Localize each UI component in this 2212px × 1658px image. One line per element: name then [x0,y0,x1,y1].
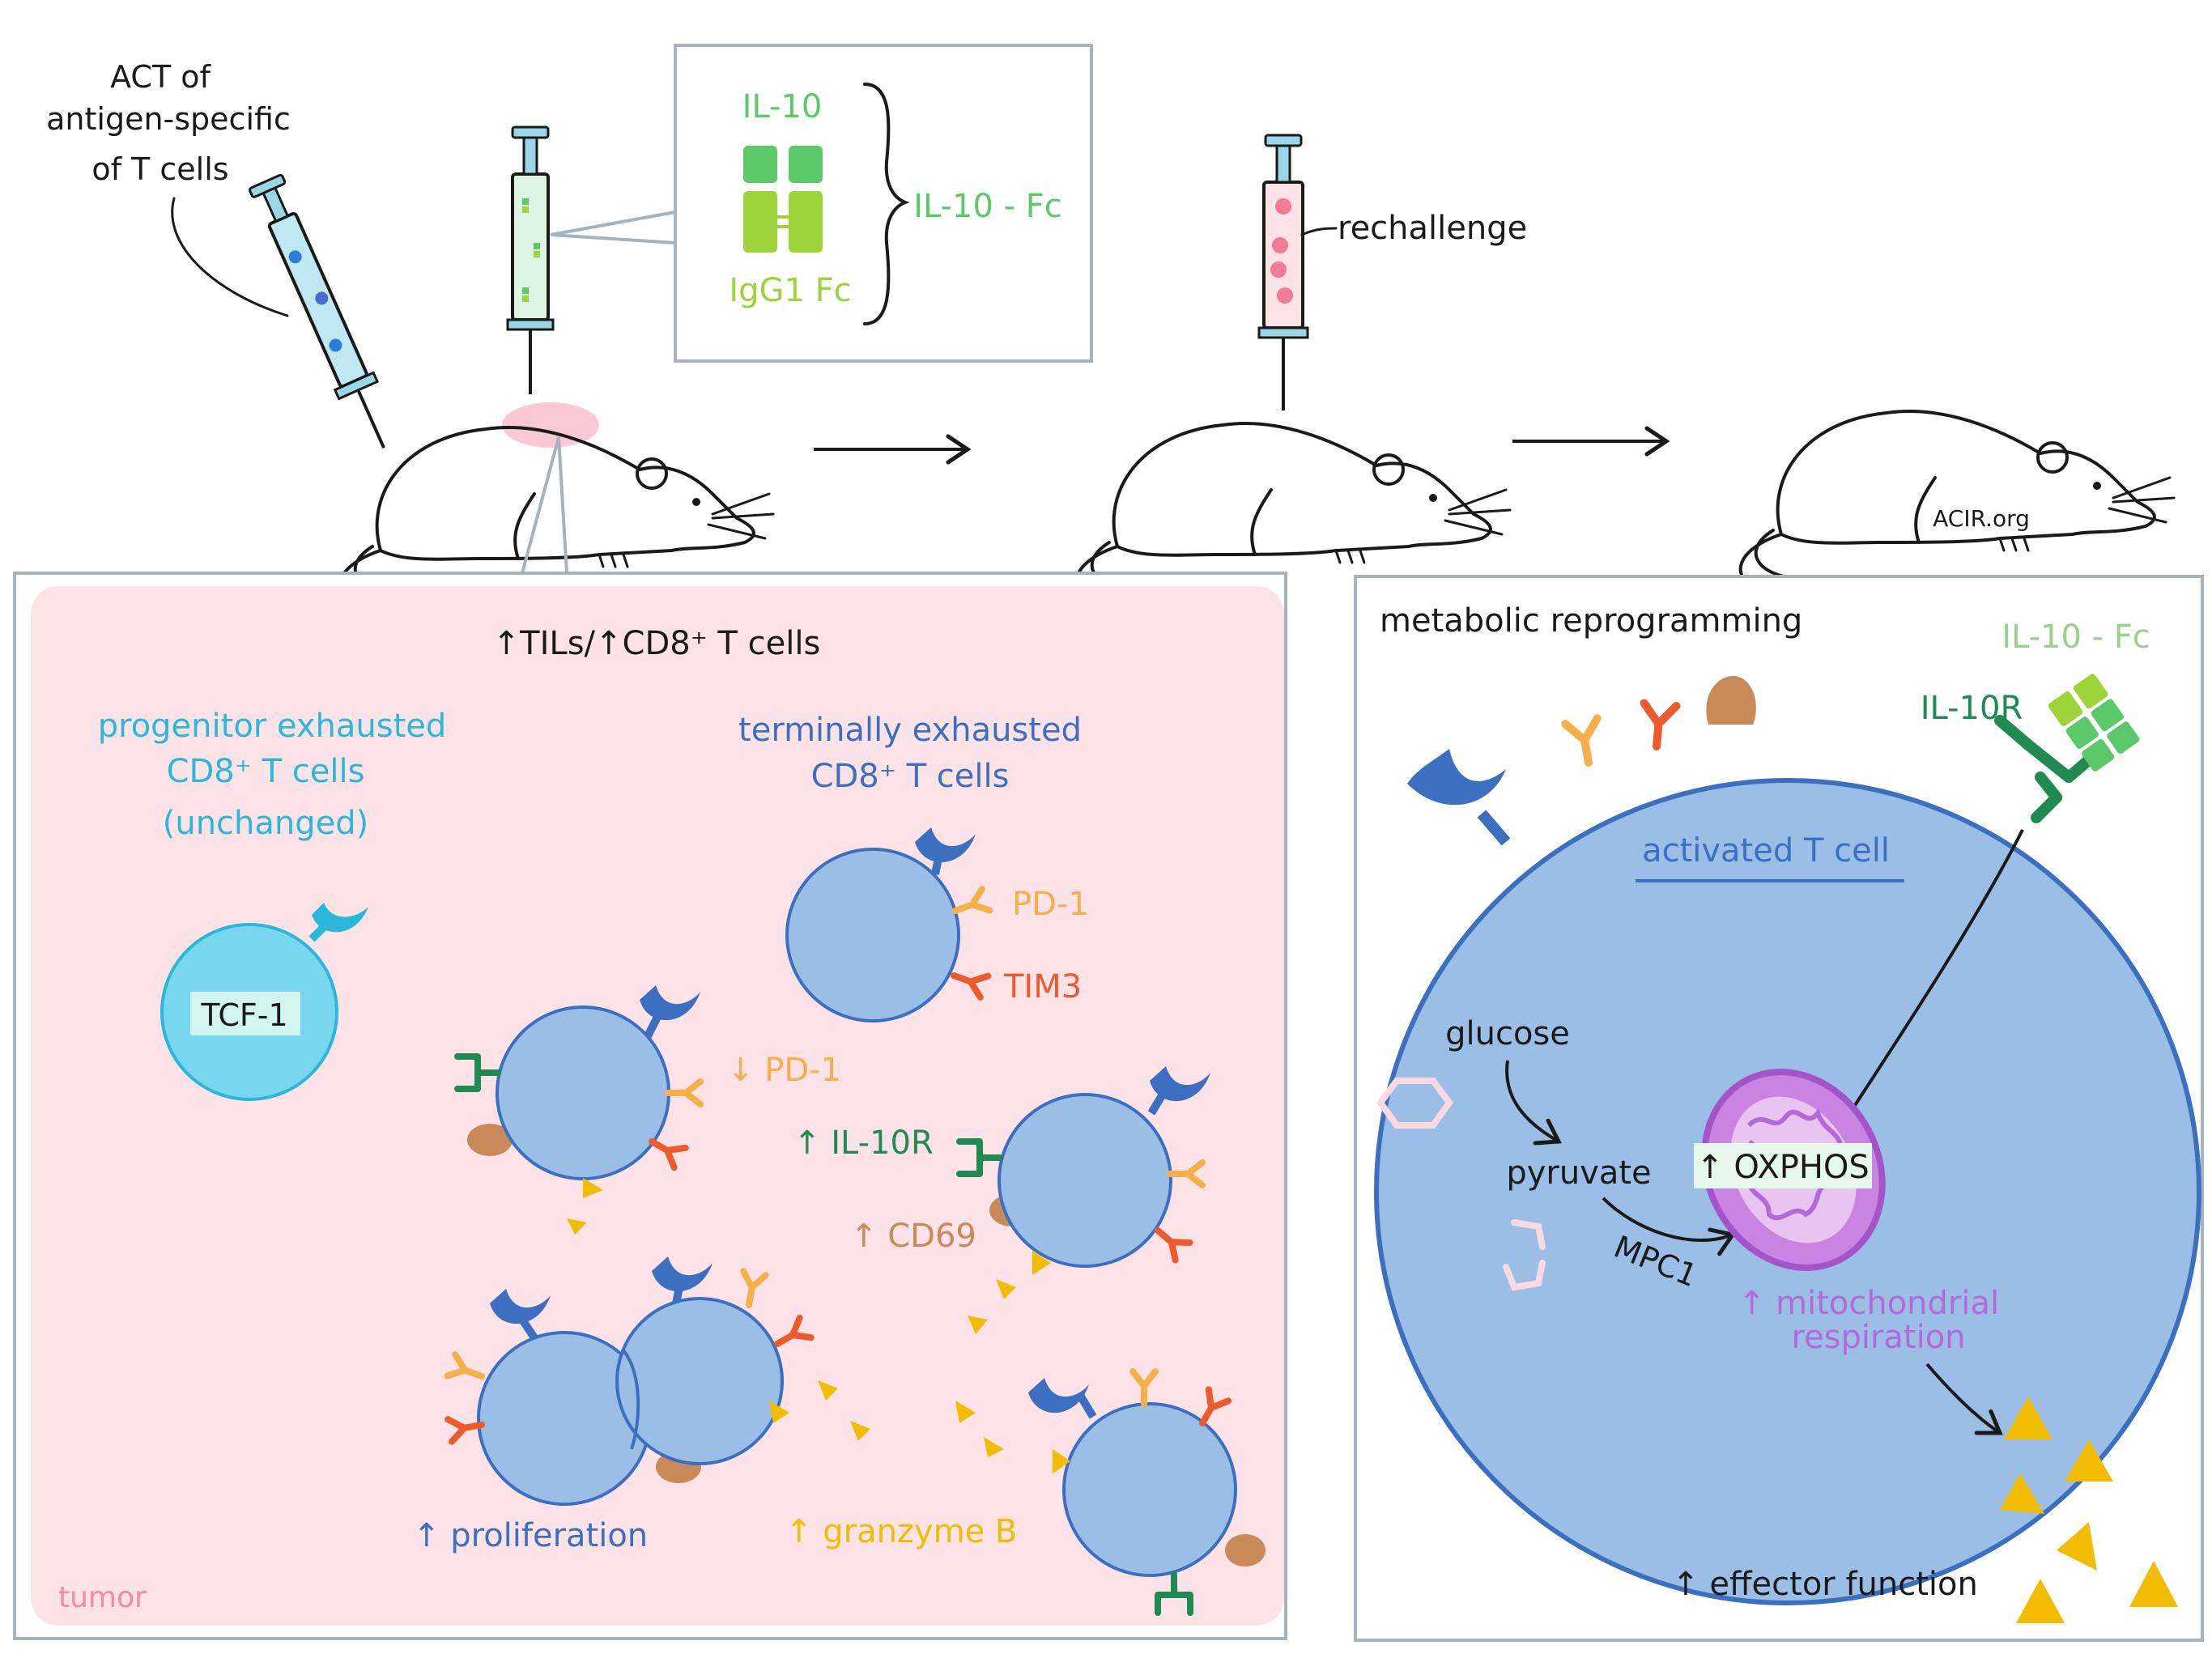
tumor-label: tumor [58,1581,147,1614]
act-pointer-line [171,197,289,317]
act-label-line-2: antigen-specific [46,101,291,137]
progenitor-line-3: (unchanged) [163,805,369,842]
igg1-fc-label: IgG1 Fc [729,272,851,309]
act-label: ACT of antigen-specific of T cells [46,59,291,187]
glucose-hexagon-icon [1376,1078,1453,1129]
oxphos-badge [1694,1143,1872,1188]
act-label-line-1: ACT of [110,59,211,95]
tcf1-label: TCF-1 [200,997,287,1033]
mito-line-2: respiration [1791,1319,1965,1356]
mito-respiration-label: ↑ mitochondrial respiration [1738,1285,1999,1356]
il10-fc-syringe-icon [506,125,555,394]
callout-line-lower [550,233,676,244]
terminal-label: terminally exhausted CD8⁺ T cells [738,712,1082,795]
effector-granzyme-particles [2000,1397,2178,1623]
right-il10-fc-label: IL-10 - Fc [2001,619,2150,656]
tumor-callout-right [557,436,568,574]
pyruvate-to-mito-arrow [1602,1197,1737,1256]
progenitor-line-1: progenitor exhausted [98,708,447,745]
down-pd1-label: ↓ PD-1 [727,1052,841,1089]
oxphos-label: ↑ OXPHOS [1696,1149,1870,1186]
terminal-line-2: CD8⁺ T cells [811,758,1010,795]
respiration-arrow [1925,1363,2003,1435]
tumor-callout-left [521,436,560,574]
il10r-complex [1994,674,2140,823]
il10-fc-label: IL-10 - Fc [913,188,1062,225]
tcr-receptor-icon [490,1289,551,1324]
progenitor-line-2: CD8⁺ T cells [167,753,365,790]
pyruvate-molecule-icon [1503,1219,1546,1291]
up-proliferation-label: ↑ proliferation [413,1517,648,1554]
il10-domain-right [789,146,823,183]
bracket [863,83,910,325]
glucose-to-pyruvate-arrow [1505,1060,1562,1146]
up-il10r-label: ↑ IL-10R [793,1124,934,1162]
exhausted-cell-a: PD-1 TIM3 [785,827,1089,1022]
pd1-label: PD-1 [1012,886,1089,923]
activated-cell-receptors [1407,676,1756,846]
effector-function-label: ↑ effector function [1672,1566,1978,1603]
tim3-label: TIM3 [1003,968,1082,1005]
granzyme-particles [818,1279,1016,1457]
act-label-line-3: of T cells [91,151,228,187]
up-cd69-label: ↑ CD69 [850,1218,976,1255]
progenitor-cell: TCF-1 [160,903,368,1101]
pyruvate-label: pyruvate [1506,1154,1651,1192]
il10-fc-structure-box: IL-10 IgG1 Fc IL-10 - Fc [674,44,1093,363]
terminal-line-1: terminally exhausted [738,712,1082,749]
tils-heading: ↑TILs/↑CD8⁺ T cells [493,625,821,662]
il10-label: IL-10 [742,88,823,125]
il10r-signal-arrow [1831,829,2024,1141]
rechallenge-pointer [1300,227,1338,236]
acir-credit: ACIR.org [1933,505,2030,532]
metabolic-heading: metabolic reprogramming [1380,602,1802,640]
glucose-label: glucose [1445,1015,1570,1052]
progenitor-label: progenitor exhausted CD8⁺ T cells (uncha… [98,708,447,842]
exhausted-cell-b: ↓ PD-1 [454,985,841,1235]
rechallenge-label: rechallenge [1338,210,1527,247]
tcr-receptor-icon [1150,1066,1210,1102]
activated-t-cell-label: activated T cell [1642,832,1890,869]
mito-line-1: ↑ mitochondrial [1738,1285,1999,1322]
tcr-receptor-icon [915,827,976,863]
tcr-receptor-icon [1028,1378,1089,1414]
tcr-receptor-icon [640,985,700,1021]
mouse-treated-icon [338,402,775,619]
il10-domain-left [743,146,777,183]
tcr-receptor-icon [652,1256,713,1292]
t-cell-syringe-icon [249,173,385,449]
tcr-receptor-icon [312,903,368,933]
fc-domain-left [743,191,777,253]
exhausted-cell-c: ↑ IL-10R ↑ CD69 [793,1066,1210,1275]
rechallenge-syringe-icon [1257,134,1309,410]
callout-line-upper [550,210,676,236]
fc-domain-right [789,191,823,253]
exhausted-cell-d: ↑ granzyme B [785,1371,1266,1616]
dividing-cells: ↑ proliferation [413,1256,811,1554]
up-granzyme-label: ↑ granzyme B [785,1513,1017,1550]
